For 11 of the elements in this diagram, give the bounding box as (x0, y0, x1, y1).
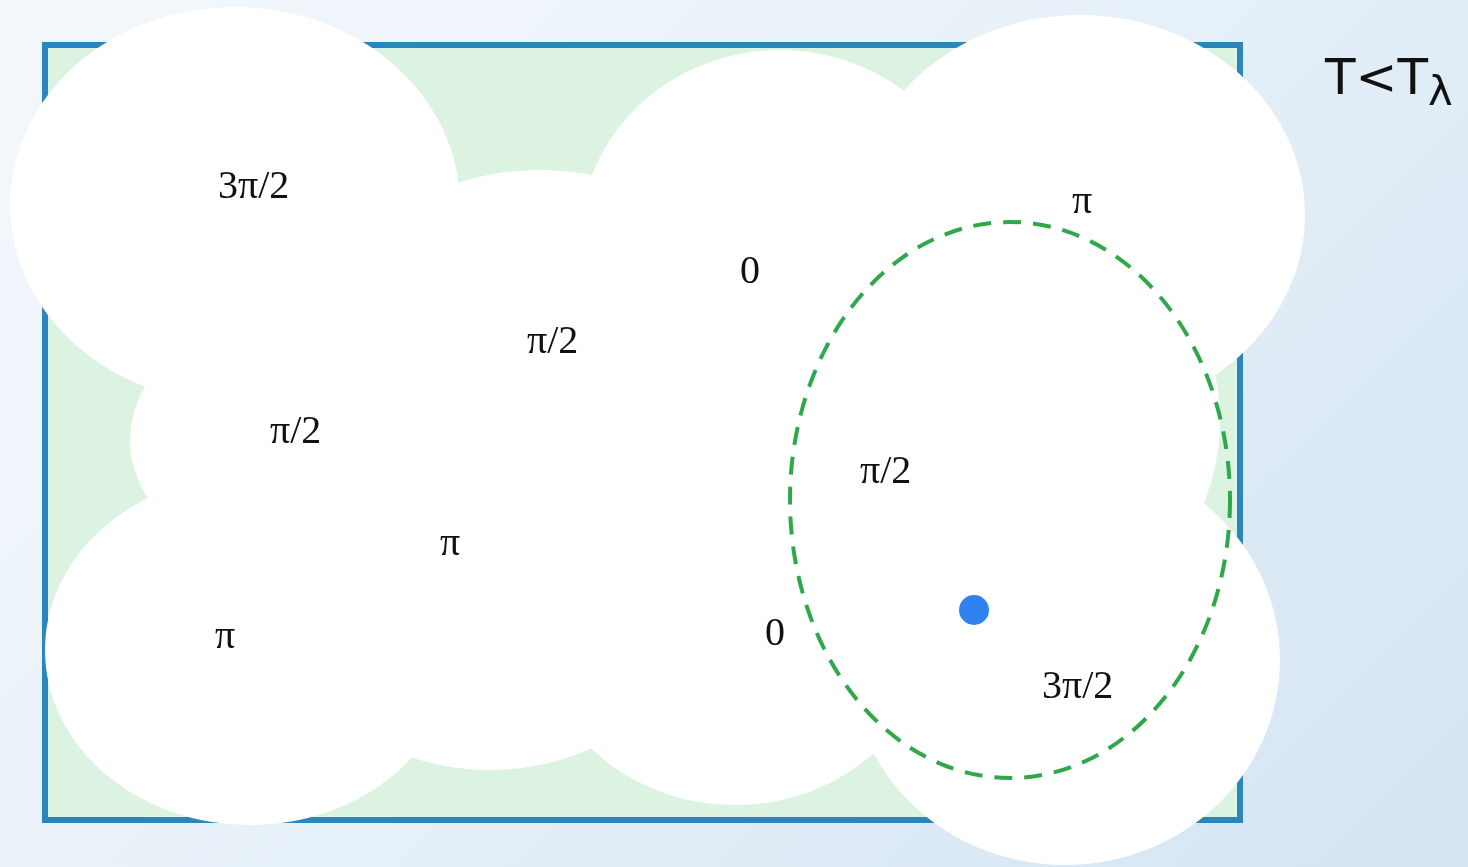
phase-label: 0 (765, 612, 785, 652)
phase-label: 0 (740, 250, 760, 290)
phase-label: π (1072, 180, 1093, 220)
phase-label: π/2 (527, 320, 579, 360)
phase-label: π (440, 522, 461, 562)
phase-label: 3π/2 (218, 165, 290, 205)
phase-label: π/2 (270, 410, 322, 450)
phase-label: 3π/2 (1042, 665, 1114, 705)
phase-label: π (215, 615, 236, 655)
phase-label: π/2 (860, 450, 912, 490)
temperature-label: T<T$_{λ}$ (1325, 52, 1453, 112)
